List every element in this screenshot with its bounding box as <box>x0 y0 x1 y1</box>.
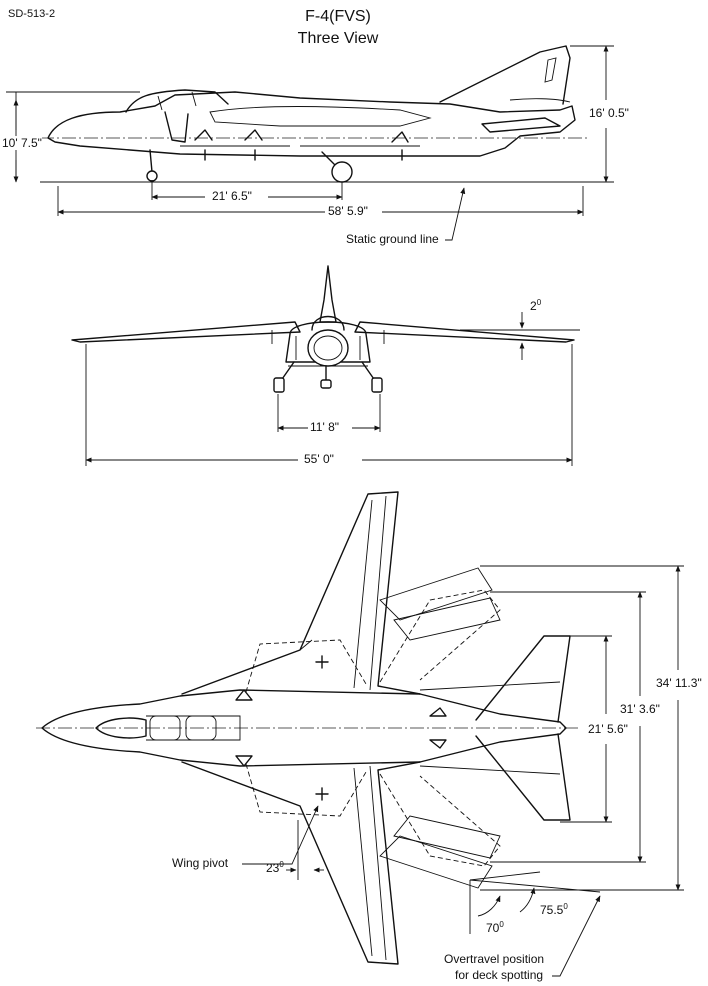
overtravel-label-1: Overtravel position <box>444 952 545 966</box>
sweep-max-label: 700 <box>486 920 504 935</box>
sweep-min-label: 230 <box>266 860 284 875</box>
page-title: F-4(FVS) <box>305 8 371 25</box>
dihedral-label: 20 <box>530 298 542 313</box>
overtravel-label-2: for deck spotting <box>455 968 544 982</box>
length-label: 58' 5.9" <box>328 204 368 218</box>
track-label: 11' 8" <box>310 420 340 434</box>
sweep-overtravel-label: 75.50 <box>540 902 568 917</box>
plan-view <box>36 491 684 977</box>
ground-line-label: Static ground line <box>346 232 439 246</box>
page-subtitle: Three View <box>297 30 379 47</box>
front-view <box>71 265 580 466</box>
side-height-canopy-label: 10' 7.5" <box>2 136 42 150</box>
wing-pivot-label: Wing pivot <box>172 856 229 870</box>
span-forward-label: 34' 11.3" <box>656 676 702 690</box>
side-view <box>6 45 614 241</box>
wheelbase-label: 21' 6.5" <box>212 189 252 203</box>
side-height-overall-label: 16' 0.5" <box>589 106 629 120</box>
span-mid-label: 31' 3.6" <box>620 702 660 716</box>
span-aft-label: 21' 5.6" <box>588 722 628 736</box>
span-label: 55' 0" <box>304 452 334 466</box>
document-id: SD-513-2 <box>8 8 56 20</box>
